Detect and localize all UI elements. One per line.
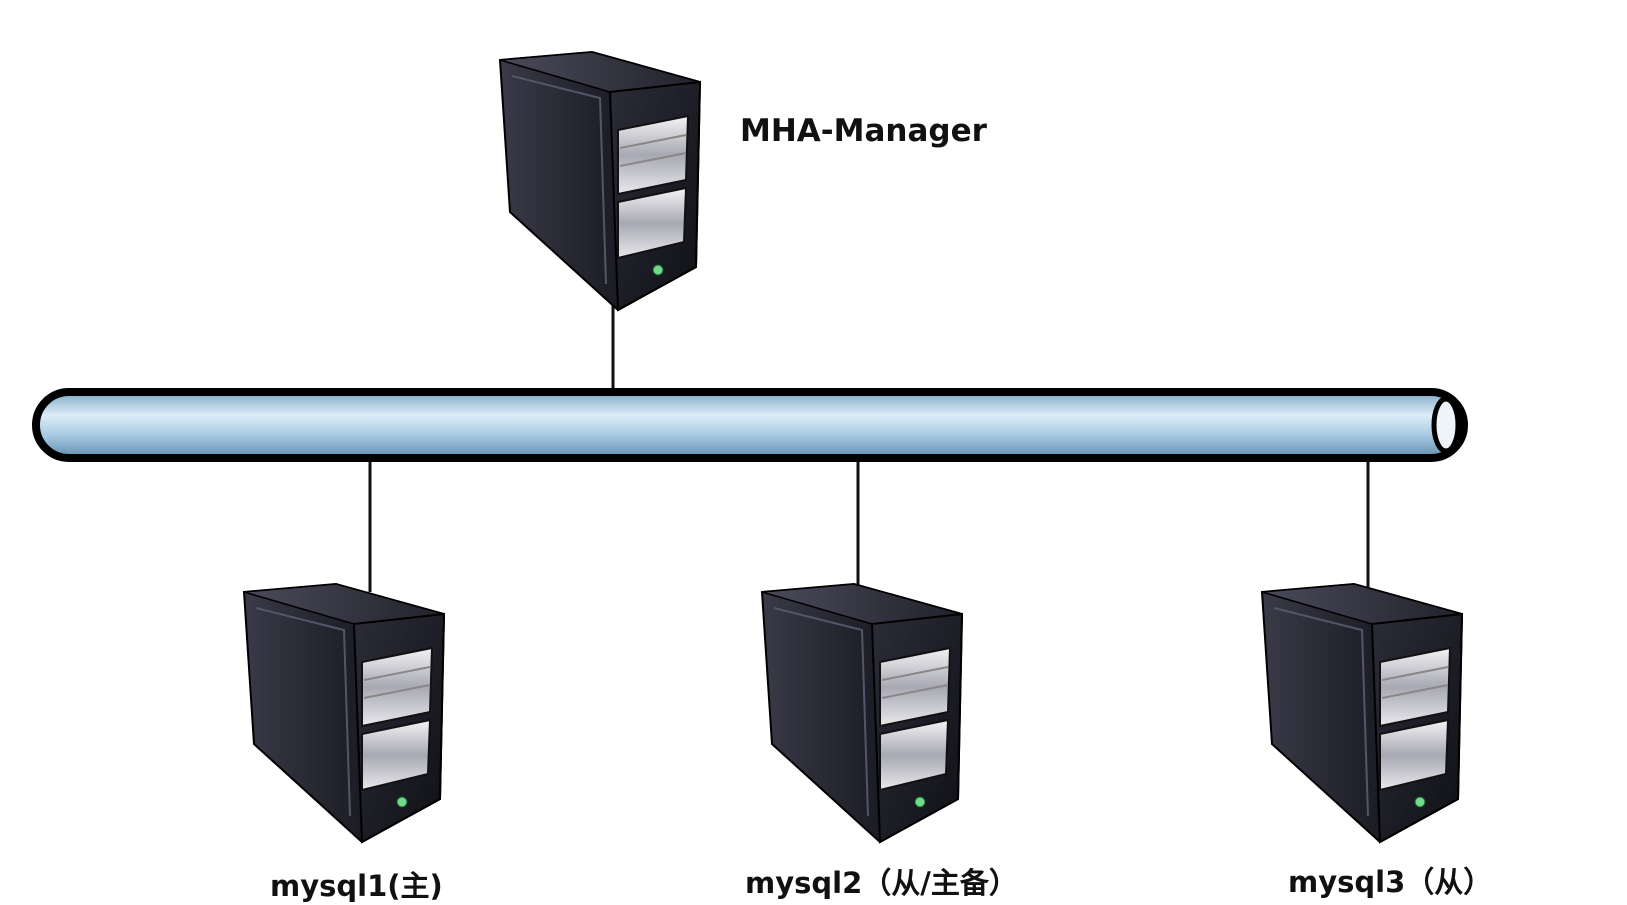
connector-lines: [368, 305, 1370, 592]
node-label-mysql2: mysql2（从/主备）: [745, 866, 1018, 900]
server-icon-mysql2: [761, 583, 963, 843]
server-icon-mysql3: [1261, 583, 1463, 843]
node-label-mysql3: mysql3（从）: [1288, 865, 1493, 899]
server-icon-manager: [499, 51, 701, 311]
node-label-manager: MHA-Manager: [740, 113, 987, 149]
network-bus: [32, 388, 1468, 462]
server-icon-mysql1: [243, 583, 445, 843]
node-label-mysql1: mysql1(主): [270, 869, 443, 903]
